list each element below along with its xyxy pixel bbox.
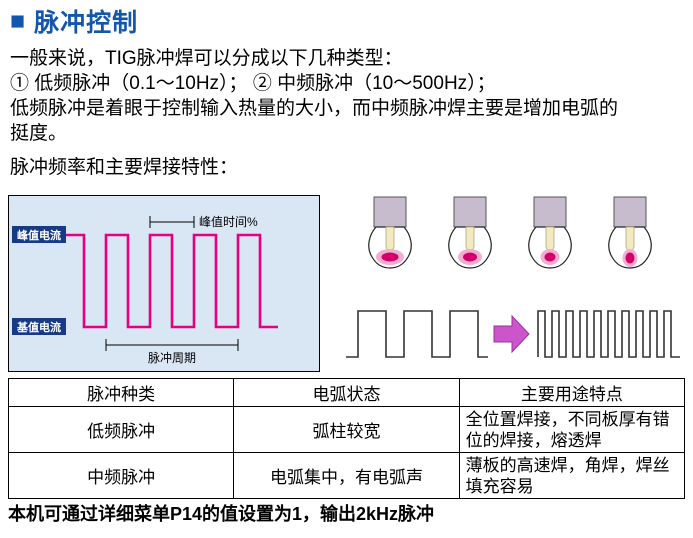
torch-2 [448, 196, 492, 269]
low-frequency-trace [346, 310, 488, 358]
cell-main-use: 薄板的高速焊，角焊，焊丝填充容易 [458, 452, 686, 499]
torch-low-frequency [368, 196, 412, 269]
torch-3 [528, 196, 572, 269]
intro-line-4: 脉冲频率和主要焊接特性： [10, 157, 239, 178]
peak-current-label: 峰值电流 [17, 228, 61, 242]
arc-core [463, 252, 477, 262]
cell-main-use: 全位置焊接，不同板厚有错位的焊接，熔透焊 [458, 406, 686, 453]
diagram-row: 峰值电流 基值电流 峰值时间% 脉冲周期 [8, 195, 685, 372]
intro-text: 一般来说，TIG脉冲焊可以分成以下几种类型： ① 低频脉冲（0.1～10Hz）；… [10, 46, 618, 180]
table-row: 中频脉冲 电弧集中，有电弧声 薄板的高速焊，角焊，焊丝填充容易 [7, 452, 686, 499]
base-current-label: 基值电流 [16, 320, 61, 334]
intro-line-3: 低频脉冲是着眼于控制输入热量的大小，而中频脉冲焊主要是增加电弧的挺度。 [10, 98, 619, 144]
pulse-period-label: 脉冲周期 [148, 350, 196, 365]
footer-note: 本机可通过详细菜单P14的值设置为1，输出2kHz脉冲 [8, 504, 435, 524]
cell-arc-state: 弧柱较宽 [233, 406, 460, 453]
intro-line-2: ① 低频脉冲（0.1～10Hz）； ② 中频脉冲（10～500Hz）； [10, 73, 496, 94]
pulse-waveform-diagram: 峰值电流 基值电流 峰值时间% 脉冲周期 [8, 195, 320, 372]
peak-current-label-box [12, 226, 66, 243]
peak-time-label: 峰值时间% [199, 214, 258, 229]
intro-line-1: 一般来说，TIG脉冲焊可以分成以下几种类型： [10, 48, 403, 69]
cell-pulse-type: 低频脉冲 [7, 406, 235, 453]
arc-core [544, 252, 556, 262]
table-row: 低频脉冲 弧柱较宽 全位置焊接，不同板厚有错位的焊接，熔透焊 [7, 406, 686, 453]
waveform-panel-background [8, 195, 320, 372]
high-frequency-trace [537, 310, 680, 358]
arrow-right-icon [493, 314, 530, 354]
arc-core [381, 252, 399, 262]
header-main-use: 主要用途特点 [458, 378, 686, 407]
section-title: ■ 脉冲控制 [10, 3, 138, 39]
cell-pulse-type: 中频脉冲 [7, 452, 235, 499]
header-pulse-type: 脉冲种类 [7, 378, 235, 407]
section-marker-icon: ■ [10, 6, 27, 35]
arc-comparison-diagram [346, 196, 680, 358]
pulse-characteristics-table: 脉冲种类 电弧状态 主要用途特点 低频脉冲 弧柱较宽 全位置焊接，不同板厚有错位… [7, 378, 686, 499]
peak-time-bracket [149, 216, 195, 228]
pulse-period-bracket [105, 339, 239, 351]
torch-high-frequency [608, 196, 652, 269]
section-title-text: 脉冲控制 [34, 9, 139, 37]
table-header-row: 脉冲种类 电弧状态 主要用途特点 [7, 378, 686, 407]
header-arc-state: 电弧状态 [233, 378, 460, 407]
cell-arc-state: 电弧集中，有电弧声 [233, 452, 460, 499]
pulse-square-wave [66, 233, 278, 329]
base-current-label-box [12, 318, 66, 335]
arc-core [625, 252, 635, 264]
